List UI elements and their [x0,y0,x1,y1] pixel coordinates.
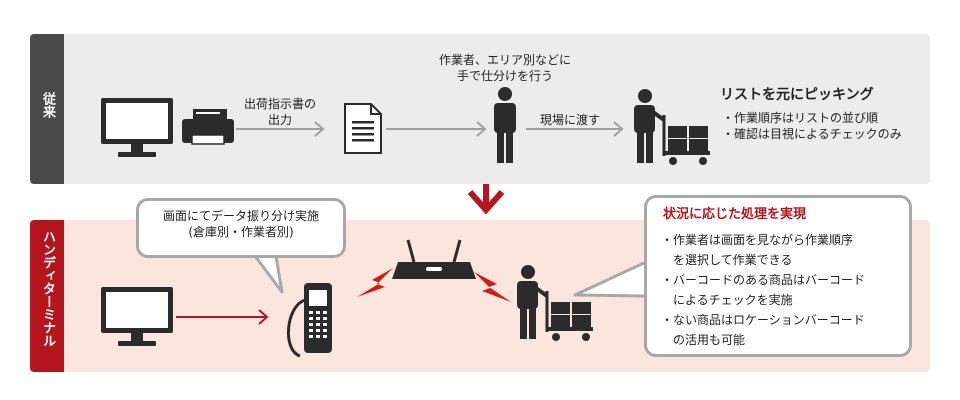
arrow-monitor-to-terminal [176,309,269,325]
callout-left-tail [253,255,284,294]
printer-icon [182,109,234,145]
callout-left-line-1: 画面にてデータ振り分け実施 [162,209,319,223]
handover-label: 現場に渡す [540,113,601,127]
arrow-document-to-worker [386,121,487,137]
callout-right-line: によるチェックを実施 [661,293,793,307]
print-label-line-1: 出荷指示書の [243,97,316,111]
worker-icon [494,87,516,163]
worker-with-cart-icon [517,265,593,341]
monitor-icon [101,98,173,157]
callout-left: 画面にてデータ振り分け実施 (倉庫別・作業者別) [136,198,346,258]
callout-right-line: の活用も可能 [661,333,746,347]
conventional-row-tab: 従来 [30,34,64,184]
callout-right-line: を選択して作業できる [661,253,793,267]
conventional-row-label: 従来 [40,92,55,118]
callout-right-list: ・作業者は画面を見ながら作業順序 を選択して作業できる ・バーコードのある商品は… [661,230,865,350]
arrow-worker-to-picker [526,121,624,137]
print-label: 出荷指示書の 出力 [240,96,320,128]
lightning-icon [474,272,511,302]
down-arrow-icon [467,184,505,215]
callout-right-line: ・バーコードのある商品はバーコード [661,273,866,287]
document-icon [344,103,382,154]
monitor-icon [101,287,173,346]
handheld-terminal-icon [287,283,332,358]
picking-bullets: ・作業順序はリストの並び順 ・確認は目視によるチェックのみ [722,110,902,142]
handy-row-label: ハンディターミナル [40,230,55,347]
wireless-router-icon [392,239,476,279]
lightning-icon [357,268,393,297]
callout-right-title: 状況に応じた処理を実現 [663,207,807,222]
worker-with-cart-icon [634,89,710,165]
sort-label-line-2: 手で仕分けを行う [456,69,553,83]
sort-label-line-1: 作業者、エリア別などに [438,53,571,67]
callout-left-line-2: (倉庫別・作業者別) [188,225,294,239]
arrow-print-to-document [236,121,325,137]
handy-row-tab: ハンディターミナル [30,220,64,372]
callout-right: 状況に応じた処理を実現 ・作業者は画面を見ながら作業順序 を選択して作業できる … [644,195,912,357]
print-label-line-2: 出力 [267,113,292,127]
callout-right-line: ・ない商品はロケーションバーコード [661,313,865,327]
conventional-band [30,34,930,184]
picking-title: リストを元にピッキング [720,87,874,103]
sort-label: 作業者、エリア別などに 手で仕分けを行う [430,52,580,84]
picking-bullet: ・確認は目視によるチェックのみ [722,127,902,141]
callout-right-line: ・作業者は画面を見ながら作業順序 [661,233,854,247]
callout-right-tail [573,260,647,298]
picking-bullet: ・作業順序はリストの並び順 [722,111,879,125]
